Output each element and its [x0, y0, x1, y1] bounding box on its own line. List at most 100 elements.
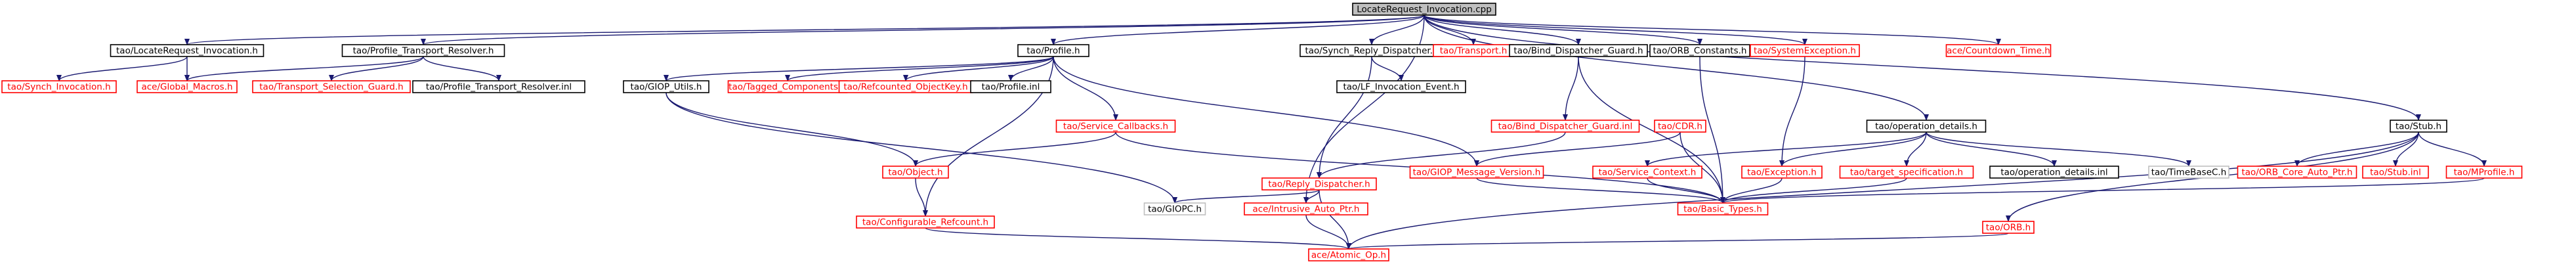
- node-tao-lf-invocation-event-h[interactable]: tao/LF_Invocation_Event.h: [1336, 80, 1466, 93]
- edge-opdet_h-to-targetspec_h: [1904, 131, 1927, 167]
- node-box: [1143, 202, 1206, 215]
- node-label: tao/MProfile.h: [2454, 168, 2515, 178]
- node-tao-profile-h[interactable]: tao/Profile.h: [1017, 44, 1089, 57]
- node-box: [1055, 120, 1176, 133]
- dependency-edge: [2418, 131, 2487, 167]
- edge-orb_h-to-atomic_h: [1346, 233, 2009, 250]
- node-tao-reply-dispatcher-h[interactable]: tao/Reply_Dispatcher.h: [1261, 177, 1377, 191]
- dependency-edge: [423, 56, 501, 81]
- node-label: LocateRequest_Invocation.cpp: [1357, 5, 1492, 15]
- node-box: [2445, 166, 2523, 179]
- node-label: tao/Profile.inl: [982, 82, 1040, 93]
- node-tao-tagged-components-h[interactable]: tao/Tagged_Components.h: [727, 80, 848, 93]
- node-tao-synch-invocation-h[interactable]: tao/Synch_Invocation.h: [1, 80, 117, 93]
- node-label: tao/Stub.h: [2396, 122, 2441, 132]
- edge-locreq_h-to-synchinv_h: [56, 56, 188, 81]
- node-box: [1244, 202, 1368, 215]
- node-tao-transport-selection-guard-h[interactable]: tao/Transport_Selection_Guard.h: [252, 80, 411, 93]
- node-tao-object-h[interactable]: tao/Object.h: [882, 166, 949, 179]
- edge-root-to-stub_h: [1424, 14, 2421, 121]
- node-tao-stub-inl[interactable]: tao/Stub.inl: [2362, 166, 2429, 179]
- dependency-edge: [785, 56, 1054, 81]
- node-tao-profile-transport-resolver-h[interactable]: tao/Profile_Transport_Resolver.h: [341, 44, 505, 57]
- dependency-edge: [915, 177, 928, 217]
- node-tao-giop-utils-h[interactable]: tao/GIOP_Utils.h: [623, 80, 709, 93]
- node-label: tao/LF_Invocation_Event.h: [1343, 82, 1459, 93]
- node-label: tao/target_specification.h: [1850, 168, 1963, 178]
- node-tao-profile-inl[interactable]: tao/Profile.inl: [970, 80, 1051, 93]
- edge-root-to-countdown_h: [1424, 14, 2001, 45]
- node-tao-timebasec-h[interactable]: tao/TimeBaseC.h: [2148, 166, 2229, 179]
- edge-root-to-orbc_h: [1424, 14, 1702, 45]
- node-box: [1017, 44, 1089, 57]
- node-tao-bind-dispatcher-guard-h[interactable]: tao/Bind_Dispatcher_Guard.h: [1509, 44, 1648, 57]
- node-locaterequest-invocation-cpp[interactable]: LocateRequest_Invocation.cpp: [1352, 3, 1496, 16]
- node-box: [1654, 120, 1706, 133]
- dependency-edge: [1319, 189, 1351, 250]
- dependency-edge: [1424, 14, 2421, 121]
- node-tao-service-callbacks-h[interactable]: tao/Service_Callbacks.h: [1055, 120, 1176, 133]
- node-label: ace/Atomic_Op.h: [1311, 250, 1386, 261]
- node-tao-giopc-h[interactable]: tao/GIOPC.h: [1143, 202, 1206, 215]
- edge-svccb_h-to-object_h: [913, 131, 1116, 167]
- node-tao-orb-constants-h[interactable]: tao/ORB_Constants.h: [1649, 44, 1750, 57]
- edge-bdg_h-to-basictypes_h: [1578, 56, 1725, 204]
- node-tao-exception-h[interactable]: tao/Exception.h: [1741, 166, 1823, 179]
- edge-stub_h-to-mprofile_h: [2418, 131, 2487, 167]
- node-box: [1649, 44, 1750, 57]
- edge-profile_h-to-giop_utils_h: [664, 56, 1054, 81]
- edge-replydisp_h-to-giopc_h: [1172, 189, 1320, 204]
- node-tao-profile-transport-resolver-inl[interactable]: tao/Profile_Transport_Resolver.inl: [412, 80, 585, 93]
- node-tao-refcounted-objectkey-h[interactable]: tao/Refcounted_ObjectKey.h: [838, 80, 973, 93]
- node-tao-mprofile-h[interactable]: tao/MProfile.h: [2445, 166, 2523, 179]
- node-ace-countdown-time-h[interactable]: ace/Countdown_Time.h: [1945, 44, 2052, 57]
- node-tao-transport-h[interactable]: tao/Transport.h: [1433, 44, 1514, 57]
- edge-opdet_h-to-timebase_h: [1926, 131, 2191, 167]
- node-box: [1261, 177, 1377, 191]
- node-tao-orb-core-auto-ptr-h[interactable]: tao/ORB_Core_Auto_Ptr.h: [2237, 166, 2357, 179]
- node-label: tao/TimeBaseC.h: [2151, 168, 2227, 178]
- edge-root-to-locreq_h: [184, 14, 1425, 45]
- dependency-edge: [665, 92, 918, 167]
- node-ace-atomic-op-h[interactable]: ace/Atomic_Op.h: [1308, 248, 1389, 261]
- node-label: tao/Stub.inl: [2370, 168, 2421, 178]
- edge-ptr_h-to-tsg_h: [329, 56, 424, 81]
- node-tao-configurable-refcount-h[interactable]: tao/Configurable_Refcount.h: [856, 215, 995, 229]
- edge-sysexc_h-to-exception_h: [1779, 56, 1805, 167]
- node-tao-synch-reply-dispatcher-h[interactable]: tao/Synch_Reply_Dispatcher.h: [1299, 44, 1444, 57]
- node-label: tao/operation_details.h: [1875, 122, 1977, 132]
- node-tao-orb-h[interactable]: tao/ORB.h: [1982, 221, 2035, 234]
- edge-svcctx_h-to-basictypes_h: [1647, 177, 1725, 204]
- node-box: [2237, 166, 2357, 179]
- node-box: [2390, 120, 2447, 133]
- dependency-edge: [913, 131, 1116, 167]
- node-tao-operation-details-inl[interactable]: tao/operation_details.inl: [1989, 166, 2119, 179]
- node-ace-intrusive-auto-ptr-h[interactable]: ace/Intrusive_Auto_Ptr.h: [1244, 202, 1368, 215]
- node-tao-operation-details-h[interactable]: tao/operation_details.h: [1866, 120, 1987, 133]
- node-box: [1741, 166, 1823, 179]
- dependency-edge: [1474, 131, 1681, 167]
- node-tao-systemexception-h[interactable]: tao/SystemException.h: [1750, 44, 1860, 57]
- dependency-edge: [1172, 189, 1320, 204]
- node-tao-locaterequest-invocation-h[interactable]: tao/LocateRequest_Invocation.h: [110, 44, 264, 57]
- edge-srd_h-to-replydisp_h: [1317, 56, 1372, 179]
- node-tao-stub-h[interactable]: tao/Stub.h: [2390, 120, 2447, 133]
- node-ace-global-macros-h[interactable]: ace/Global_Macros.h: [137, 80, 238, 93]
- node-tao-bind-dispatcher-guard-inl[interactable]: tao/Bind_Dispatcher_Guard.inl: [1490, 120, 1640, 133]
- edge-root-to-bdg_h: [1424, 14, 1581, 45]
- node-tao-target-specification-h[interactable]: tao/target_specification.h: [1839, 166, 1974, 179]
- node-tao-giop-message-version-h[interactable]: tao/GIOP_Message_Version.h: [1409, 166, 1544, 179]
- dependency-edge: [925, 227, 1351, 250]
- edge-mprofile_h-to-basictypes_h: [1720, 177, 2485, 204]
- node-box: [1308, 248, 1389, 261]
- node-tao-cdr-h[interactable]: tao/CDR.h: [1654, 120, 1706, 133]
- node-box: [2148, 166, 2229, 179]
- node-box: [1750, 44, 1860, 57]
- node-tao-service-context-h[interactable]: tao/Service_Context.h: [1592, 166, 1702, 179]
- dependency-edge: [421, 14, 1425, 45]
- dependency-edge: [1303, 14, 1425, 204]
- dependency-edge: [1424, 14, 1476, 45]
- node-tao-basic-types-h[interactable]: tao/Basic_Types.h: [1677, 202, 1769, 215]
- dependency-edge: [1779, 131, 1927, 167]
